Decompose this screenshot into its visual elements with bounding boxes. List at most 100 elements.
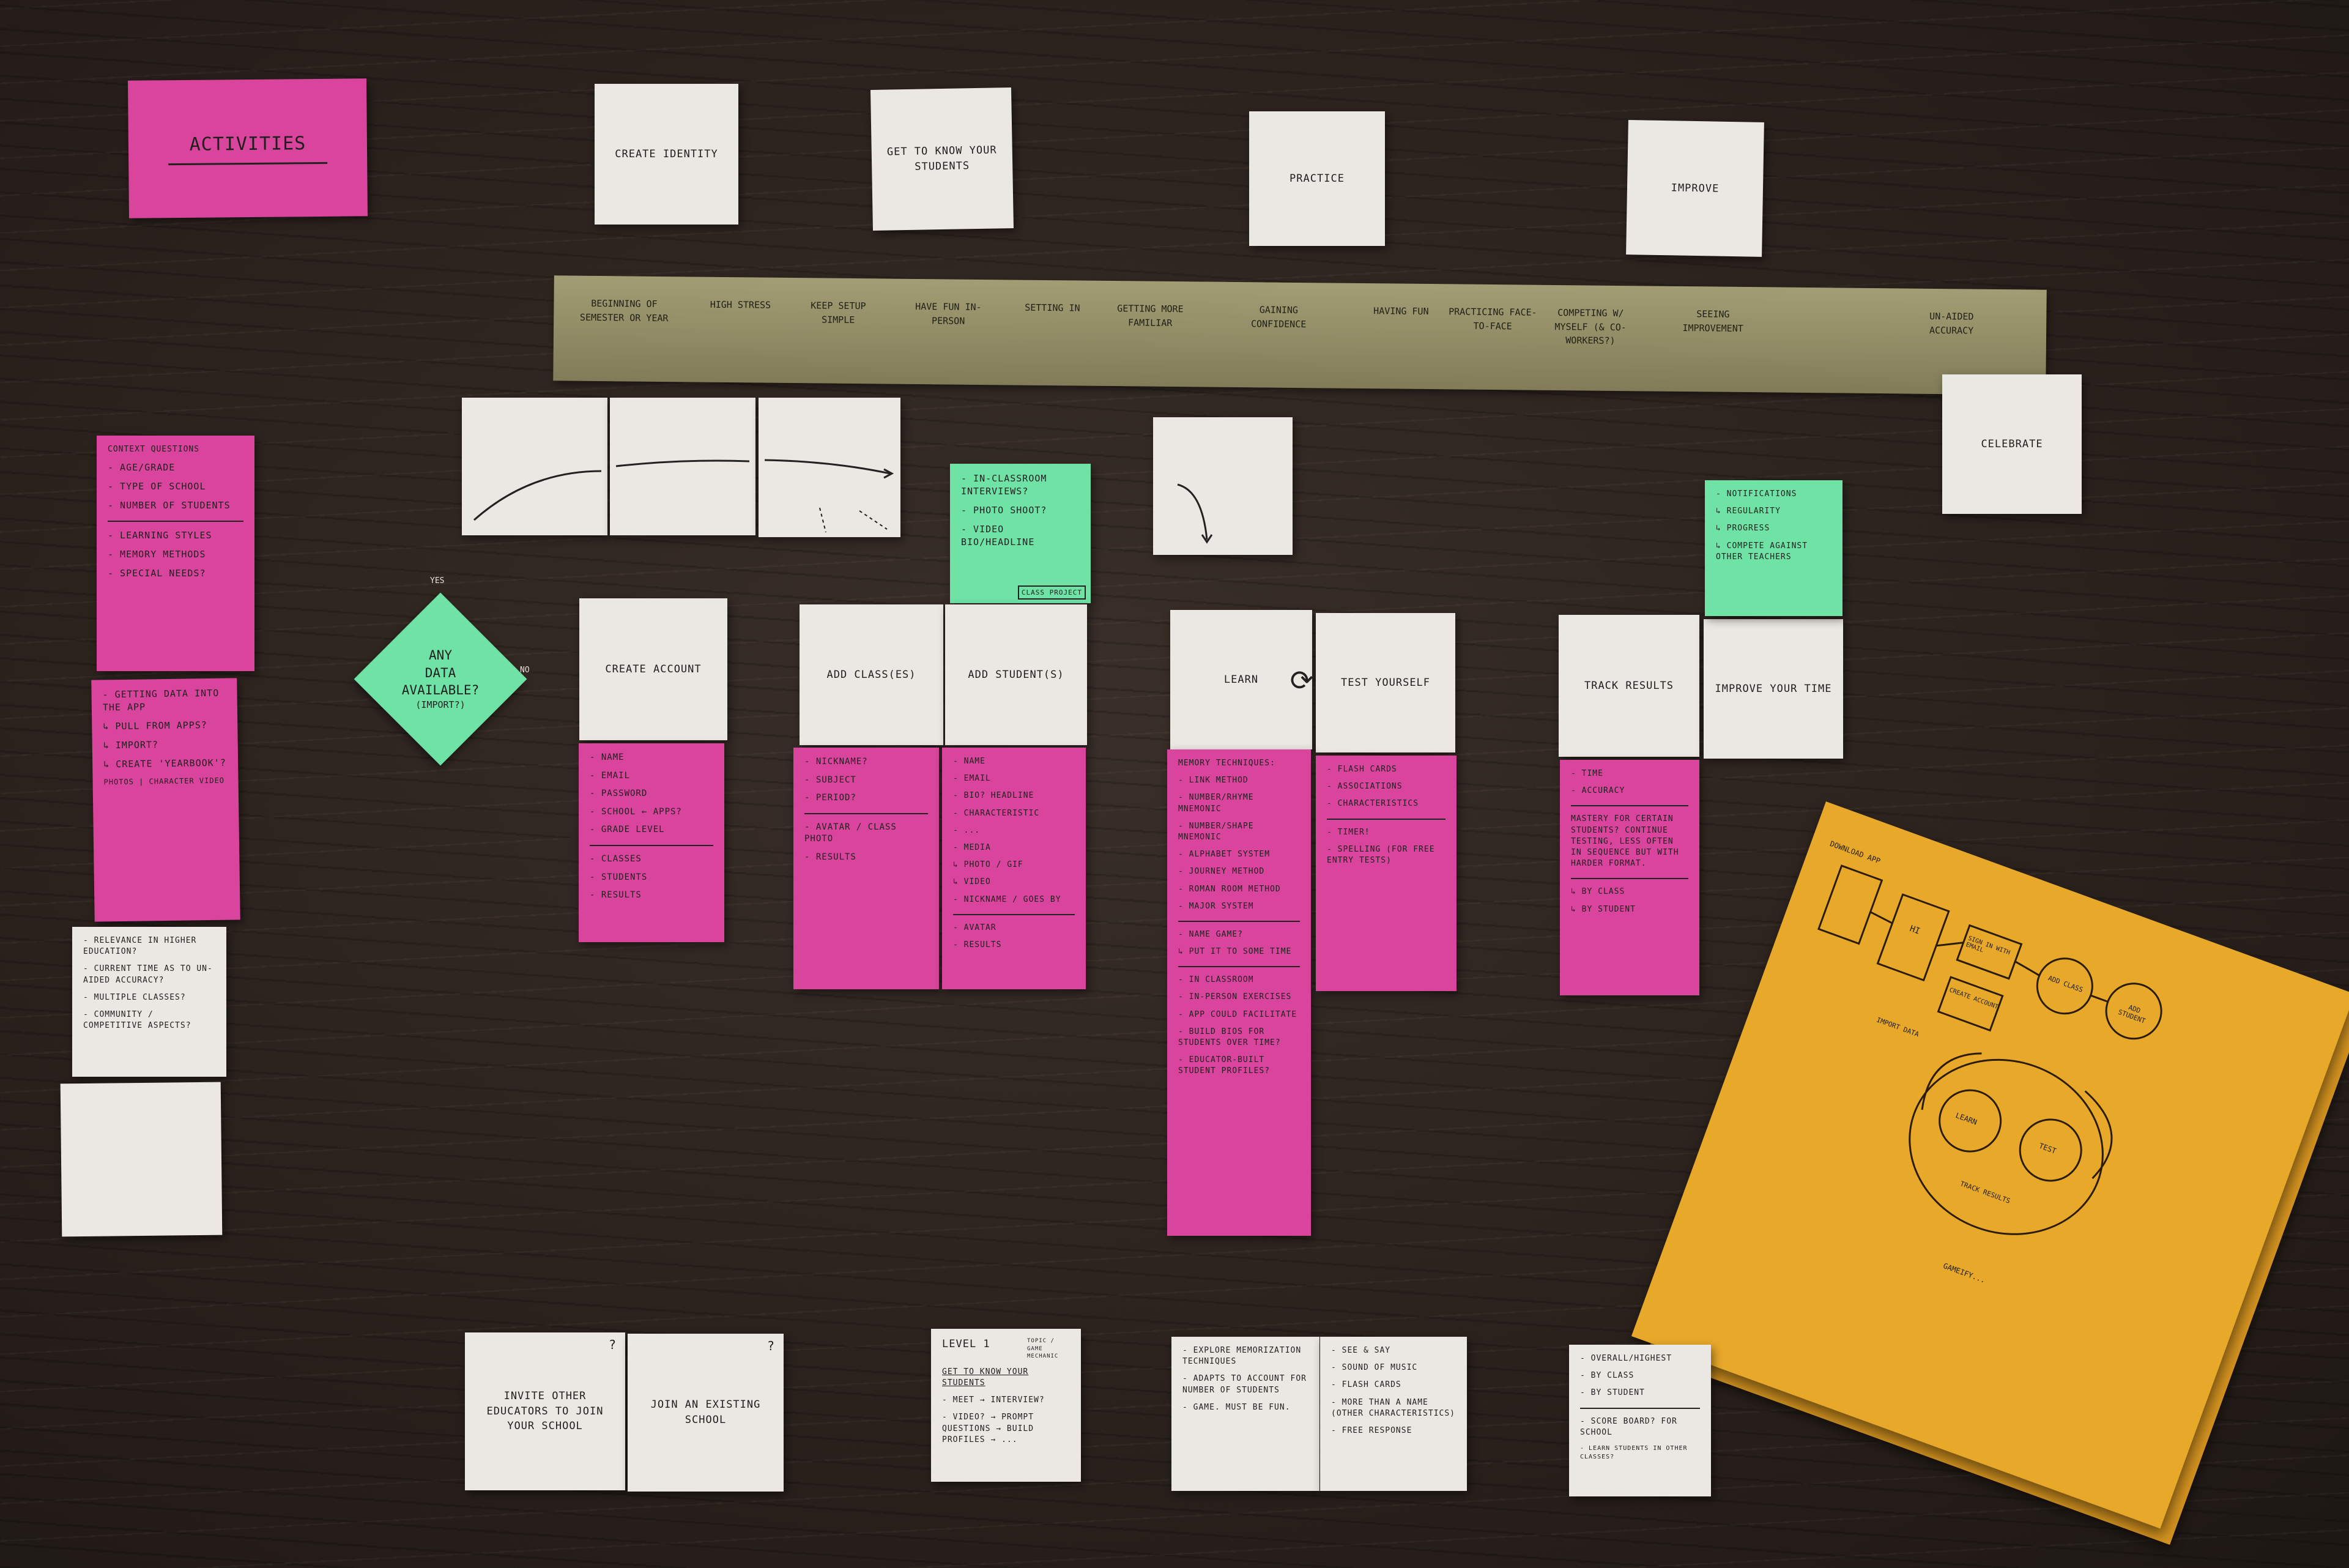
curve-note-2: [610, 398, 755, 535]
curve-note-3: [759, 398, 900, 537]
phase-11: Seeing improvement: [1682, 308, 1743, 334]
level-subtitle: Get to know your students: [942, 1367, 1029, 1388]
invite-educators-note: ? Invite other educators to join your sc…: [465, 1332, 625, 1490]
create-identity-note: Create Identity: [595, 84, 738, 225]
decision-line-3: available?: [401, 683, 480, 698]
list-item: - Notifications: [1716, 489, 1797, 499]
phase-10: Competing w/ myself (& co-workers?): [1554, 307, 1627, 346]
cycle-icon: ⟳: [1290, 664, 1314, 697]
list-item: - Flash cards: [1331, 1380, 1401, 1390]
arrow-right-icon: [168, 162, 328, 166]
list-item: ↳ Put it to some time: [1178, 947, 1292, 957]
list-item: - Avatar: [953, 913, 1075, 934]
list-item: - Video bio/headline: [961, 524, 1035, 548]
branching-curve-icon: [764, 459, 894, 533]
falling-curve-icon: [1177, 483, 1213, 544]
test-yourself-note: Test yourself: [1316, 613, 1455, 752]
create-account-label: Create Account: [605, 663, 702, 675]
track-results-details: - Time - Accuracy Mastery for certain st…: [1560, 760, 1699, 995]
list-item: - Link method: [1178, 776, 1249, 786]
add-class-details: - Nickname? - Subject - Period? - Avatar…: [793, 748, 939, 989]
list-item: ↳ Regularity: [1716, 507, 1781, 516]
list-item: ↳ Create 'yearbook'?: [103, 757, 226, 770]
list-item: - Email: [590, 770, 631, 781]
decision-no-label: No: [520, 666, 530, 675]
list-item: - Roman room method: [1178, 884, 1281, 894]
phase-6: Getting more familiar: [1117, 303, 1184, 329]
list-item: - Characteristic: [953, 808, 1040, 818]
curve-note-1: [462, 398, 607, 535]
blank-note: [60, 1082, 223, 1237]
celebrate-note: Celebrate: [1942, 374, 2082, 514]
list-item: - Community / competitive aspects?: [83, 1009, 191, 1031]
experience-timeline-strip: Beginning of semester or year High stres…: [553, 275, 2047, 395]
list-item: - Learn students in other classes?: [1580, 1444, 1688, 1460]
phase-9: Practicing face-to-face: [1449, 306, 1537, 332]
invite-educators-label: Invite other educators to join your scho…: [486, 1390, 604, 1433]
list-item: - Journey method: [1178, 867, 1265, 877]
decision-line-2: data: [425, 665, 456, 680]
list-item: - Getting data into the app: [102, 687, 220, 713]
wireflow-sketch-drawing: [1817, 864, 2162, 1235]
list-item: - Multiple classes?: [83, 992, 186, 1002]
getting-data-note: - Getting data into the app ↳ Pull from …: [91, 678, 240, 922]
list-item: - Age/Grade: [108, 462, 176, 474]
list-item: - Special needs?: [108, 568, 206, 579]
list-item: - Video? → Prompt questions → Build prof…: [942, 1413, 1034, 1444]
list-item: - Nickname?: [804, 757, 868, 767]
list-item: - Game. Must be fun.: [1182, 1402, 1291, 1412]
list-item: - Free response: [1331, 1425, 1412, 1435]
list-item: - In classroom: [1178, 966, 1300, 986]
list-item: - Number/Shape mnemonic: [1178, 821, 1254, 842]
list-item: - Accuracy: [1571, 786, 1625, 796]
test-yourself-details: - Flash cards - Associations - Character…: [1316, 756, 1457, 991]
test-yourself-label: Test yourself: [1340, 676, 1431, 689]
list-item: - Results: [804, 852, 856, 862]
list-item: - Flash cards: [1327, 765, 1397, 774]
phase-7: Gaining confidence: [1250, 304, 1307, 330]
learn-note: Learn: [1170, 610, 1312, 749]
explore-note: - Explore memorization techniques - Adap…: [1171, 1337, 1319, 1491]
activities-note: Activities: [128, 78, 368, 218]
list-item: ↳ By class: [1571, 878, 1688, 897]
list-item: - Current time as to un-aided accuracy?: [83, 964, 213, 985]
list-item: - Meet → Interview?: [942, 1395, 1045, 1405]
list-item: - In-classroom interviews?: [961, 473, 1047, 497]
create-account-note: Create Account: [579, 598, 727, 740]
list-item: - Relevance in higher education?: [83, 936, 197, 957]
list-item: - Type of school: [108, 481, 206, 492]
list-item: - Number/Rhyme mnemonic: [1178, 793, 1254, 814]
in-classroom-note: - In-classroom interviews? - Photo shoot…: [950, 464, 1091, 603]
create-account-details: - Name - Email - Password - School ← App…: [579, 743, 724, 942]
list-item: - Learning styles: [108, 521, 243, 542]
list-item: - Period?: [804, 793, 856, 803]
learn-label: Learn: [1223, 673, 1259, 686]
track-results-note: Track results: [1559, 615, 1699, 757]
improve-your-time-note: Improve your time: [1704, 619, 1843, 759]
class-project-tag: Class project: [1017, 585, 1086, 600]
list-item: - ...: [953, 825, 981, 835]
improve-label: Improve: [1671, 181, 1720, 195]
list-item: - Results: [953, 940, 1002, 949]
list-item: - Bio? Headline: [953, 791, 1034, 801]
list-item: - Name: [953, 757, 985, 766]
list-item: ↳ Video: [953, 877, 991, 887]
learn-details: Memory techniques: - Link method - Numbe…: [1167, 749, 1311, 1236]
level-title: Level 1: [942, 1338, 990, 1350]
list-item: - Name game?: [1178, 920, 1300, 940]
context-questions-title: Context questions: [108, 445, 200, 454]
list-item: - Score board? For school: [1580, 1407, 1700, 1438]
add-class-note: Add class(es): [800, 604, 943, 745]
add-student-label: Add student(s): [968, 668, 1064, 681]
add-class-label: Add class(es): [826, 668, 916, 681]
list-item: - Alphabet system: [1178, 850, 1271, 860]
add-student-details: - Name - Email - Bio? Headline - Charact…: [942, 748, 1086, 989]
rising-curve-icon: [473, 470, 602, 521]
phase-1: Beginning of semester or year: [579, 297, 669, 324]
list-item: - Nickname / Goes by: [953, 894, 1061, 904]
list-item: Memory techniques:: [1178, 759, 1275, 768]
phase-12: Un-aided accuracy: [1929, 310, 1974, 336]
phase-3: Keep setup simple: [811, 300, 866, 325]
level-1-note: Level 1 Topic / Game mechanic Get to kno…: [931, 1329, 1081, 1482]
practice-note: Practice: [1249, 111, 1385, 246]
